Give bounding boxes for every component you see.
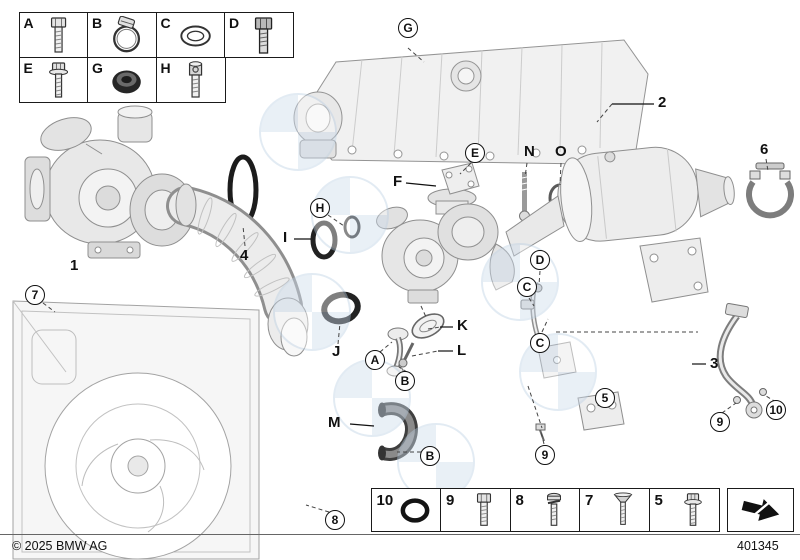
continue-arrow-box[interactable] xyxy=(727,488,794,532)
hex-bolt-icon xyxy=(476,492,492,527)
legend-label: G xyxy=(92,59,103,76)
flange-bolt-icon xyxy=(683,492,702,527)
screw-washer-icon xyxy=(545,492,562,527)
o-ring-icon xyxy=(397,492,433,529)
legend-cell-C[interactable]: C xyxy=(155,12,226,58)
hex-bolt-icon xyxy=(50,17,67,53)
callout-circle-G[interactable]: G xyxy=(398,18,418,38)
legend-label: 7 xyxy=(585,492,594,509)
hose-clamp-icon xyxy=(113,16,141,53)
washer-icon xyxy=(179,25,211,47)
diagram-number: 401345 xyxy=(737,539,779,553)
callout-circle-C[interactable]: C xyxy=(517,277,537,297)
callout-circle-10[interactable]: 10 xyxy=(766,400,786,420)
callout-2[interactable]: 2 xyxy=(658,94,667,111)
legend-label: 8 xyxy=(515,492,524,509)
grommet-icon xyxy=(112,70,141,93)
footer-divider xyxy=(0,534,800,535)
legend-cell-5[interactable]: 5 xyxy=(648,488,720,532)
label-lines xyxy=(294,103,706,427)
callout-circle-D[interactable]: D xyxy=(530,250,550,270)
legend-cell-9[interactable]: 9 xyxy=(440,488,511,532)
oil-drain-parts xyxy=(386,313,445,377)
turbocharger xyxy=(24,105,199,259)
callout-N[interactable]: N xyxy=(524,143,535,160)
legend-cell-A[interactable]: A xyxy=(18,12,89,58)
callout-circle-E[interactable]: E xyxy=(465,143,485,163)
callout-circle-8[interactable]: 8 xyxy=(325,510,345,530)
continue-arrow-icon xyxy=(738,495,783,525)
legend-cell-G[interactable]: G xyxy=(87,56,157,103)
countersunk-screw-icon xyxy=(613,492,633,526)
callout-J[interactable]: J xyxy=(332,343,341,360)
flange-bolt-icon xyxy=(48,61,69,98)
callout-circle-7[interactable]: 7 xyxy=(25,285,45,305)
catalytic-converter xyxy=(557,146,735,242)
legend-label: A xyxy=(23,15,34,31)
callout-circle-B[interactable]: B xyxy=(420,446,440,466)
legend-label: C xyxy=(160,15,171,31)
callout-K[interactable]: K xyxy=(457,317,468,334)
callout-circle-9[interactable]: 9 xyxy=(710,412,730,432)
legend-cell-H[interactable]: H xyxy=(155,56,226,103)
hex-bolt-large-icon xyxy=(254,16,273,55)
leader-lines xyxy=(42,47,777,513)
callout-circle-9[interactable]: 9 xyxy=(535,445,555,465)
legend-label: D xyxy=(229,15,240,31)
callout-M[interactable]: M xyxy=(328,414,341,431)
legend-cell-8[interactable]: 8 xyxy=(509,488,581,532)
fastener-legend-top: A B C D E G xyxy=(18,12,294,103)
oil-line xyxy=(716,302,763,419)
callout-3[interactable]: 3 xyxy=(710,355,719,372)
callout-F[interactable]: F xyxy=(393,173,403,190)
legend-cell-10[interactable]: 10 xyxy=(370,488,442,532)
legend-cell-B[interactable]: B xyxy=(87,12,157,58)
callout-circle-H[interactable]: H xyxy=(310,198,330,218)
legend-label: B xyxy=(92,15,103,31)
legend-label: 10 xyxy=(376,492,394,509)
legend-cell-7[interactable]: 7 xyxy=(579,488,650,532)
callout-circle-5[interactable]: 5 xyxy=(595,388,615,408)
legend-label: 9 xyxy=(446,492,455,509)
legend-cell-E[interactable]: E xyxy=(18,56,89,103)
turbo-gaskets xyxy=(441,162,480,195)
copyright-text: © 2025 BMW AG xyxy=(12,539,108,553)
callout-1[interactable]: 1 xyxy=(70,257,79,274)
exhaust-clamp xyxy=(746,162,794,219)
legend-label: 5 xyxy=(654,492,663,509)
callout-O[interactable]: O xyxy=(555,143,567,160)
callout-L[interactable]: L xyxy=(457,342,467,359)
fan-shroud xyxy=(12,300,260,560)
legend-label: H xyxy=(160,59,171,76)
callout-6[interactable]: 6 xyxy=(760,141,769,158)
socket-screw-icon xyxy=(188,60,203,98)
callout-4[interactable]: 4 xyxy=(240,247,249,264)
legend-label: E xyxy=(23,59,33,76)
callout-circle-A[interactable]: A xyxy=(365,350,385,370)
callout-I[interactable]: I xyxy=(283,229,288,246)
legend-cell-D[interactable]: D xyxy=(224,12,294,58)
callout-circle-C[interactable]: C xyxy=(530,333,550,353)
callout-circle-B[interactable]: B xyxy=(395,371,415,391)
fastener-legend-bottom: 10 9 8 7 5 xyxy=(370,488,720,532)
